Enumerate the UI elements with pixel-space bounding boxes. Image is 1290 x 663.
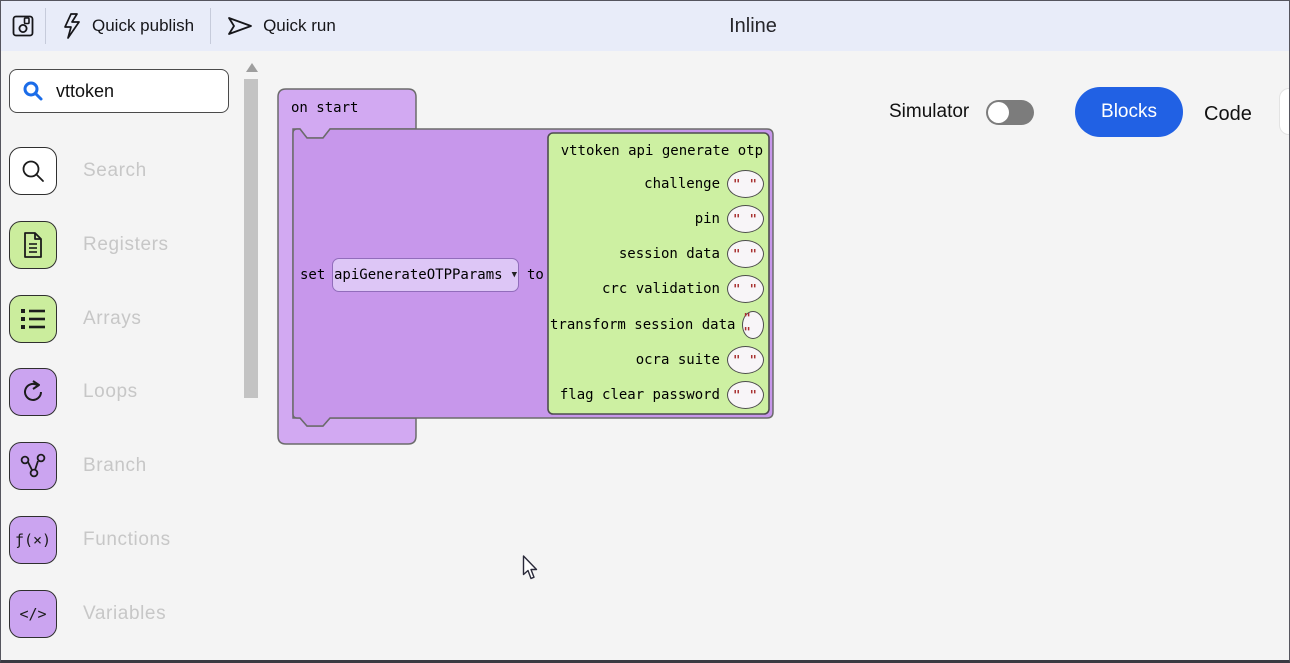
toolbar: Quick publish Quick run Inline [1,1,1289,51]
simulator-label: Simulator [889,101,970,122]
param-value-field[interactable]: " " [742,310,764,339]
param-value-field[interactable]: " " [727,275,764,304]
sidebar-item-label: Arrays [83,308,142,329]
search-icon [23,81,43,101]
param-row-crc-validation: crc validation " " [550,272,766,307]
api-generate-otp-block[interactable]: vttoken api generate otp challenge " " p… [550,135,766,413]
rotate-icon [9,368,57,416]
toggle-knob [988,102,1009,123]
sidebar-item-variables[interactable]: </> Variables [9,590,166,638]
on-start-block[interactable]: on start [291,100,359,116]
sidebar-item-label: Functions [83,529,171,550]
run-arrow-icon [228,17,252,35]
param-value-field[interactable]: " " [727,346,764,375]
fx-icon: ƒ(×) [9,516,57,564]
list-icon [9,295,57,343]
on-start-block-shape [277,88,417,445]
sidebar-item-label: Loops [83,381,138,402]
sidebar-item-arrays[interactable]: Arrays [9,295,142,343]
variable-dropdown-value: apiGenerateOTPParams [334,267,503,283]
sidebar-item-functions[interactable]: ƒ(×) Functions [9,516,171,564]
quick-publish-button[interactable]: Quick publish [46,1,210,51]
blocks-view-button[interactable]: Blocks [1075,87,1183,137]
code-view-button[interactable]: Code [1204,103,1252,125]
mouse-cursor-icon [522,555,538,580]
sidebar-item-search[interactable]: Search [9,147,147,195]
api-block-shape [547,132,770,415]
toolbar-divider [210,8,212,44]
scrollbar-thumb[interactable] [244,79,258,398]
param-value-field[interactable]: " " [727,381,764,410]
sidebar-item-label: Search [83,160,147,181]
to-keyword-label: to [527,267,544,283]
page-title: Inline [729,14,777,37]
sidebar-item-label: Registers [83,234,169,255]
simulator-toggle[interactable] [986,100,1034,125]
search-input[interactable] [56,80,206,102]
param-label: transform session data [550,316,736,333]
git-branch-icon [9,442,57,490]
sidebar-item-loops[interactable]: Loops [9,368,138,416]
param-label: pin [694,210,720,227]
quick-run-button[interactable]: Quick run [211,1,352,51]
api-block-title: vttoken api generate otp [560,142,763,159]
sidebar-item-label: Branch [83,455,147,476]
quick-publish-label: Quick publish [92,16,195,35]
param-label: challenge [644,175,720,192]
param-row-pin: pin " " [550,201,766,236]
search-input-box[interactable] [9,69,229,113]
chevron-down-icon: ▼ [511,270,517,280]
param-label: session data [618,246,720,263]
param-value-field[interactable]: " " [727,204,764,233]
sidebar-item-branch[interactable]: Branch [9,442,147,490]
param-row-transform-session-data: transform session data " " [550,307,766,342]
sidebar-item-registers[interactable]: Registers [9,221,169,269]
param-row-session-data: session data " " [550,237,766,272]
document-icon [9,221,57,269]
scrollbar-up-arrow-icon[interactable] [246,63,258,72]
toolbar-divider [45,8,46,44]
right-edge-panel-handle[interactable] [1279,88,1289,135]
variable-dropdown[interactable]: apiGenerateOTPParams ▼ [332,258,519,292]
quick-run-label: Quick run [263,16,336,35]
block-shapes [277,88,774,445]
param-label: ocra suite [635,352,720,369]
param-row-flag-clear-password: flag clear password " " [550,378,766,413]
set-keyword-label: set [300,267,326,283]
param-row-ocra-suite: ocra suite " " [550,342,766,377]
param-label: flag clear password [559,387,720,404]
param-value-field[interactable]: " " [727,240,764,269]
magnifier-icon [9,147,57,195]
sidebar-item-label: Variables [83,603,167,624]
param-label: crc validation [601,281,720,298]
param-value-field[interactable]: " " [727,169,764,198]
save-button[interactable] [1,1,45,51]
param-row-challenge: challenge " " [550,166,766,201]
lightning-icon [64,13,80,39]
save-floppy-icon [12,15,34,37]
code-icon: </> [9,590,57,638]
